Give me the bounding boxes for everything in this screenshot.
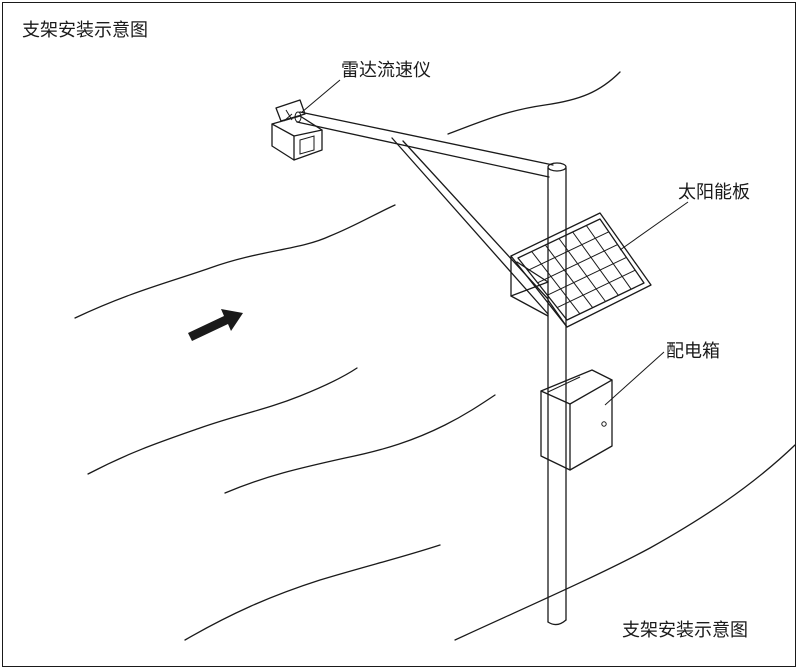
leader-line-solar: [619, 201, 689, 251]
cantilever-arm: [294, 111, 554, 315]
solar-cell-divider: [537, 244, 618, 284]
radar-velocity-meter: [271, 99, 323, 161]
flow-direction-arrow-icon: [188, 309, 243, 341]
river-waves: [74, 71, 796, 641]
river-wave: [74, 204, 396, 319]
solar-cell-divider: [558, 238, 606, 302]
solar-cell-grid: [527, 225, 636, 315]
solar-cell-divider: [572, 231, 619, 296]
solar-cell-divider: [547, 256, 627, 296]
leader-line-box: [604, 351, 665, 406]
solar-cell-divider: [544, 244, 594, 308]
solar-cell-divider: [585, 225, 632, 290]
river-wave: [447, 71, 621, 135]
distribution-box: [540, 369, 613, 471]
diagram-title-bottom: 支架安装示意图: [622, 620, 748, 641]
river-bank: [454, 444, 796, 641]
label-distribution-box: 配电箱: [666, 341, 720, 362]
support-pole: [547, 162, 567, 626]
solar-cell-divider: [527, 231, 610, 271]
solar-cell-divider: [556, 269, 636, 309]
label-solar-panel: 太阳能板: [678, 182, 750, 203]
river-wave: [87, 367, 358, 475]
river-wave: [224, 394, 496, 494]
solar-panel: [510, 212, 652, 328]
diagram-title-top: 支架安装示意图: [22, 20, 148, 41]
solar-cell-divider: [531, 251, 581, 315]
leader-line-radar: [301, 79, 341, 113]
label-radar-velocity-meter: 雷达流速仪: [341, 60, 431, 81]
river-wave: [184, 544, 441, 641]
leader-lines: [301, 79, 689, 406]
